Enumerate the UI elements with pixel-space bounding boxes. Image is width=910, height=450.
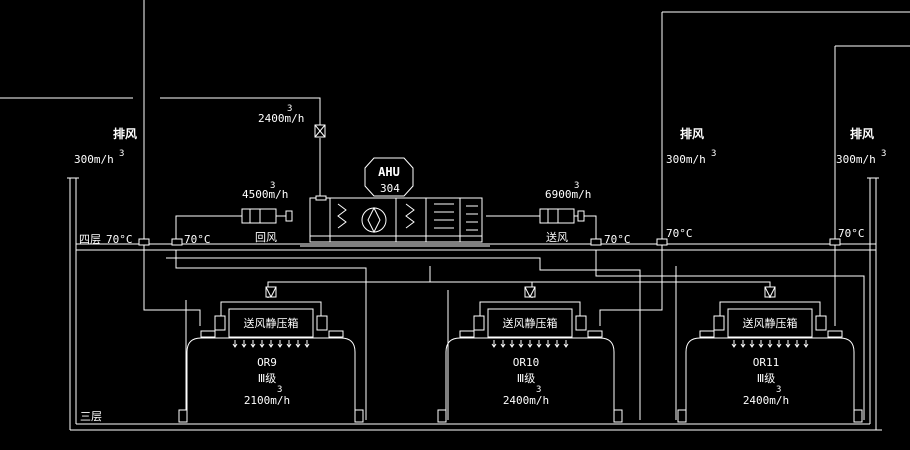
room-name: OR9 [257,356,277,369]
operating-rooms: 送风静压箱OR9Ⅲ级32100m/h送风静压箱OR10Ⅲ级32400m/h送风静… [178,286,863,423]
room-grade: Ⅲ级 [258,372,277,385]
supply-plenum [487,308,573,338]
exhaust-label-1: 排风 [113,126,137,141]
room-name: OR11 [753,356,780,369]
damper-temp-5: 70°C [838,227,865,240]
ahu-number: 304 [380,182,400,195]
outdoor-air-sup: 3 [287,104,292,114]
damper-temp-2: 70°C [184,233,211,246]
room-flow: 2100m/h [244,394,290,407]
room-flow: 2400m/h [503,394,549,407]
ahu-unit: AHU 304 [300,157,490,247]
ahu-label: AHU [378,165,400,179]
duct-lines [0,0,910,420]
return-air-silencer [241,208,293,224]
plenum-label: 送风静压箱 [743,316,798,330]
plenum-label: 送风静压箱 [244,316,299,330]
return-air-label: 回风 [255,231,277,244]
return-air-sup: 3 [270,181,275,191]
outdoor-air-flow: 2400m/h [258,112,304,125]
room-name: OR10 [513,356,540,369]
room-flow-sup: 3 [776,385,781,395]
exhaust-sup-1: 3 [119,149,124,159]
exhaust-flow-3: 300m/h [836,153,876,166]
room-grade: Ⅲ级 [517,372,536,385]
supply-air-silencer [539,208,585,224]
building-outline [67,177,882,431]
fire-dampers [138,238,841,246]
plenum-label: 送风静压箱 [503,316,558,330]
room-flow: 2400m/h [743,394,789,407]
damper-temp-4: 70°C [666,227,693,240]
supply-air-sup: 3 [574,181,579,191]
supply-air-flow: 6900m/h [545,188,591,201]
exhaust-sup-2: 3 [711,149,716,159]
supply-plenum [727,308,813,338]
damper-temp-1: 70°C [106,233,133,246]
room-flow-sup: 3 [277,385,282,395]
exhaust-sup-3: 3 [881,149,886,159]
supply-air-label: 送风 [546,230,568,244]
floor-label-third: 三层 [80,410,102,423]
room-flow-sup: 3 [536,385,541,395]
exhaust-flow-2: 300m/h [666,153,706,166]
return-air-flow: 4500m/h [242,188,288,201]
room-grade: Ⅲ级 [757,372,776,385]
exhaust-label-2: 排风 [680,126,704,141]
exhaust-label-3: 排风 [850,126,874,141]
damper-temp-3: 70°C [604,233,631,246]
exhaust-flow-1: 300m/h [74,153,114,166]
supply-plenum [228,308,314,338]
floor-label-fourth: 四层 [79,233,101,246]
